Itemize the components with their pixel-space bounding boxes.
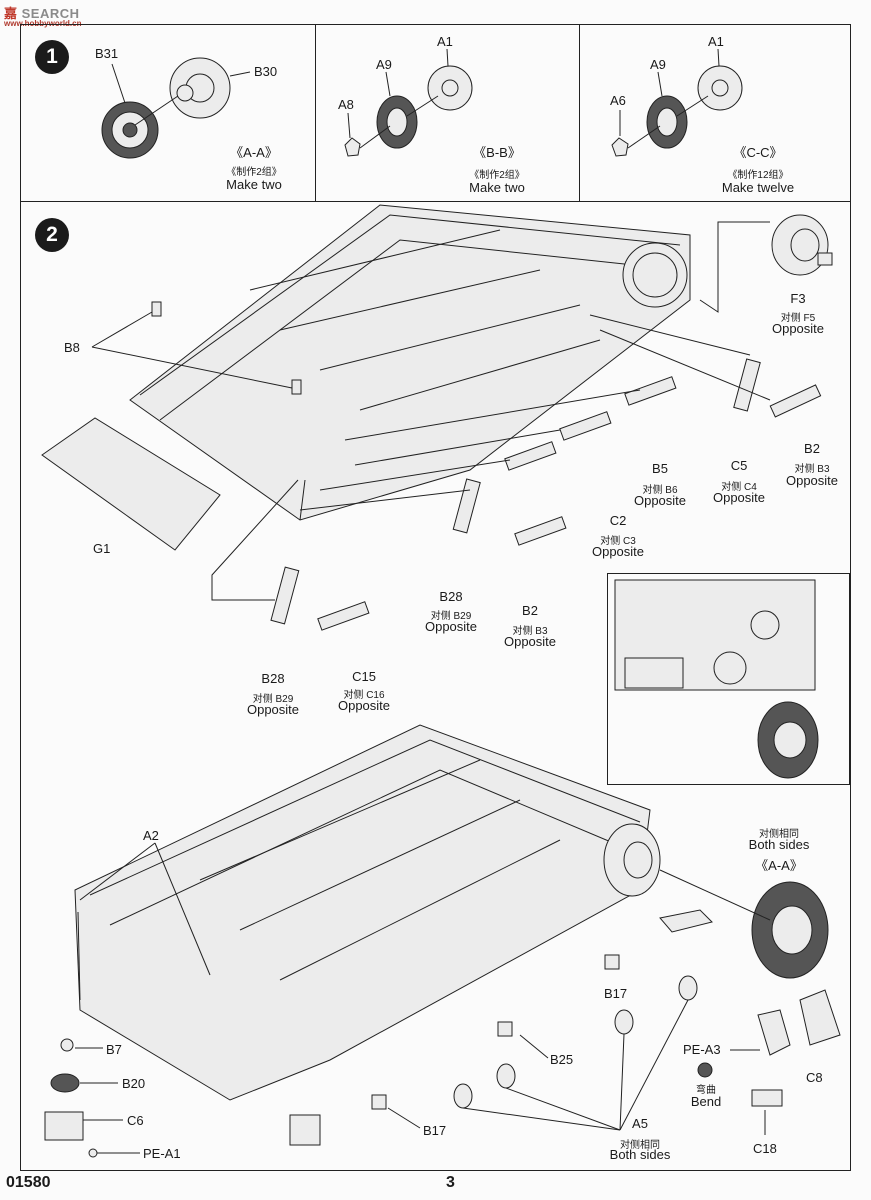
page-number: 3 [446, 1174, 455, 1191]
section-cc: 《C-C》 [733, 145, 783, 160]
label-c5: C5 [730, 458, 748, 473]
label-b25: B25 [550, 1052, 574, 1067]
label-b2-mid-en: Opposite [503, 634, 557, 649]
label-b28-mid-cn: 对侧 B29 [430, 611, 472, 622]
label-c18: C18 [753, 1141, 777, 1156]
note-bb-en: Make two [469, 180, 525, 195]
label-f3: F3 [790, 291, 806, 306]
lower-hull-drawing [74, 724, 661, 1101]
label-b8: B8 [64, 340, 80, 355]
note-bb-cn: 《制作2组》 [469, 170, 525, 181]
product-code: 01580 [6, 1174, 51, 1191]
label-c6: C6 [127, 1113, 144, 1128]
label-a6: A6 [610, 93, 626, 108]
label-c5-cn: 对侧 C4 [721, 482, 757, 493]
step-1-badge: 1 [35, 40, 69, 74]
label-bend-cn: 弯曲 [696, 1085, 716, 1096]
note-cc-cn: 《制作12组》 [727, 170, 789, 181]
suspension-arms-drawing [270, 358, 822, 631]
label-a2: A2 [143, 828, 159, 843]
label-c8: C8 [806, 1070, 823, 1085]
label-c5-en: Opposite [712, 490, 766, 505]
sprocket-b30-drawing [169, 57, 231, 119]
label-b28-low-en: Opposite [246, 702, 300, 717]
label-b17-top: B17 [604, 986, 628, 1001]
label-c15-en: Opposite [337, 698, 391, 713]
label-a9-bb: A9 [376, 57, 392, 72]
label-b5-cn: 对侧 B6 [642, 485, 678, 496]
label-b28-low-cn: 对侧 B29 [252, 694, 294, 705]
label-pe-a1: PE-A1 [143, 1146, 181, 1161]
label-b31: B31 [95, 46, 119, 61]
label-b30: B30 [254, 64, 278, 79]
label-a1-cc: A1 [708, 34, 724, 49]
detail-inset-frame [607, 573, 850, 785]
step-2-badge: 2 [35, 218, 69, 252]
label-a5-cn: 对侧相同 [620, 1140, 660, 1151]
label-b28-low: B28 [261, 671, 285, 686]
sprocket-b31-drawing [101, 101, 159, 159]
watermark-url: www.hobbyworld.cn [4, 19, 82, 28]
label-b17-bottom: B17 [423, 1123, 447, 1138]
label-both-sides-top-cn: 对侧相同 [759, 829, 799, 840]
label-c2-cn: 对侧 C3 [600, 536, 636, 547]
label-c2-en: Opposite [591, 544, 645, 559]
watermark-logo: 嘉 SEARCH [4, 6, 80, 21]
upper-hull-drawing [129, 204, 691, 521]
label-c15-cn: 对侧 C16 [343, 690, 385, 701]
label-both-sides-top-section: 《A-A》 [755, 858, 803, 873]
note-cc-en: Make twelve [721, 180, 795, 195]
label-a5-en: Both sides [609, 1147, 671, 1162]
label-c15: C15 [352, 669, 376, 684]
label-b20: B20 [122, 1076, 146, 1091]
note-aa-cn: 《制作2组》 [226, 167, 282, 178]
road-wheels-drawing [453, 975, 698, 1109]
section-bb: 《B-B》 [473, 145, 521, 160]
label-a9-cc: A9 [650, 57, 666, 72]
label-a8: A8 [338, 97, 354, 112]
label-b28-mid: B28 [439, 589, 463, 604]
label-f3-cn: 对侧 F5 [780, 313, 816, 324]
label-b2-right-cn: 对侧 B3 [794, 464, 830, 475]
label-g1: G1 [93, 541, 111, 556]
section-aa: 《A-A》 [230, 145, 278, 160]
label-b2-mid: B2 [522, 603, 538, 618]
detail-inset-drawing [614, 579, 819, 779]
label-a5: A5 [632, 1116, 648, 1131]
label-b2-right-en: Opposite [785, 473, 839, 488]
final-drive-f3-drawing [771, 214, 833, 276]
note-aa-en: Make two [226, 177, 282, 192]
label-b2-mid-cn: 对侧 B3 [512, 626, 548, 637]
label-bend-en: Bend [690, 1094, 722, 1109]
plate-g1-drawing [41, 417, 221, 551]
label-pe-a3: PE-A3 [683, 1042, 721, 1057]
label-a1-bb: A1 [437, 34, 453, 49]
step2-frame [20, 201, 851, 1171]
label-b28-mid-en: Opposite [424, 619, 478, 634]
label-b7: B7 [106, 1042, 122, 1057]
label-both-sides-top-en: Both sides [748, 837, 810, 852]
label-f3-en: Opposite [771, 321, 825, 336]
label-b5: B5 [652, 461, 668, 476]
label-b2-right: B2 [804, 441, 820, 456]
label-b5-en: Opposite [633, 493, 687, 508]
label-c2: C2 [609, 513, 627, 528]
